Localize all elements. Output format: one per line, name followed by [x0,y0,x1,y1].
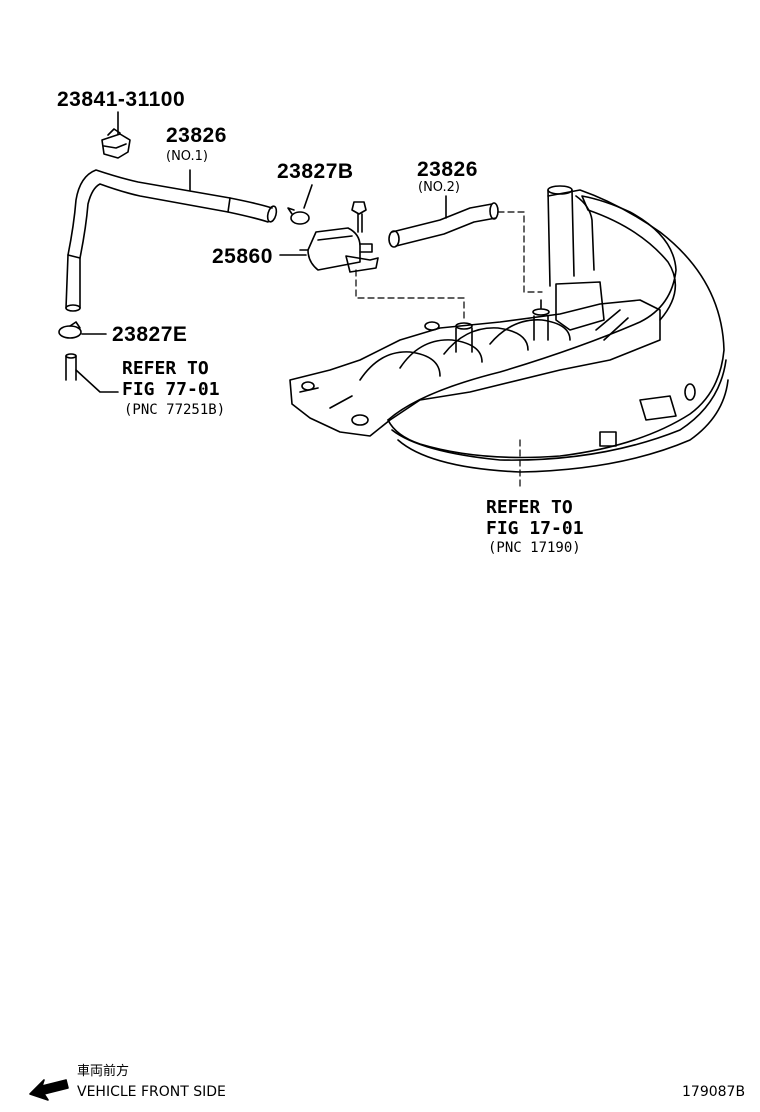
part-number-23826-no2[interactable]: 23826 [417,158,478,181]
part-number-25860[interactable]: 25860 [212,245,273,268]
part-number-23827b[interactable]: 23827B [277,160,354,183]
part-number-23826-no1[interactable]: 23826 [166,124,227,147]
refer-fig-77-01-link[interactable]: FIG 77-01 [122,379,220,400]
part-note-no2: (NO.2) [418,180,460,195]
refer-pnc-17190: (PNC 17190) [488,540,581,556]
vehicle-front-side-label: VEHICLE FRONT SIDE [77,1084,226,1100]
leader-line [75,369,119,393]
part-number-23827e[interactable]: 23827E [112,323,188,346]
hose-no1-icon [65,169,278,312]
clamp-23827e-icon [58,321,82,339]
vacuum-switching-valve-icon [299,227,379,273]
hose-clamp-icon [287,207,310,225]
figure-id: 179087B [682,1084,746,1100]
bolt-icon [351,201,367,233]
dashed-leader-lines [355,211,543,491]
refer-pnc-77251b: (PNC 77251B) [124,402,226,418]
intake-manifold-icon [289,185,729,473]
front-direction-arrow-icon [29,1079,69,1101]
hose-no2-icon [388,202,499,248]
refer-fig-17-01-link[interactable]: FIG 17-01 [486,518,584,539]
connector-clip-icon [101,128,131,159]
refer-to-label-1: REFER TO [122,358,209,379]
short-hose-icon [65,353,77,381]
part-number-23841-31100[interactable]: 23841-31100 [57,88,186,111]
refer-to-label-2: REFER TO [486,497,573,518]
leader-line [303,184,313,209]
part-note-no1: (NO.1) [166,149,208,164]
vehicle-front-jp-label: 車両前方 [77,1064,130,1079]
